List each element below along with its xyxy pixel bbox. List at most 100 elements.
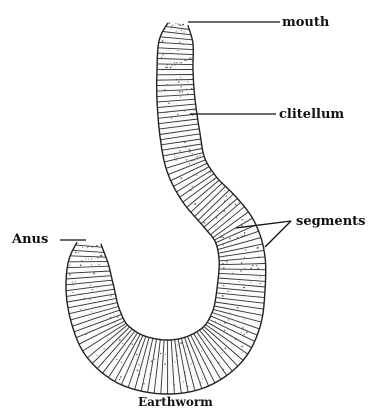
stipple-dot [192,186,193,187]
mouth-label: mouth [282,15,330,30]
stipple-dot [120,376,121,377]
stipple-dot [130,331,131,332]
stipple-dot [256,265,257,266]
stipple-dot [224,330,225,331]
stipple-dot [172,25,173,26]
stipple-dot [78,243,79,244]
stipple-dot [181,79,182,80]
stipple-dot [171,118,172,119]
stipple-dot [257,268,259,270]
stipple-dot [149,374,150,375]
stipple-dot [84,298,85,299]
stipple-dot [177,345,178,346]
stipple-dot [166,112,167,113]
stipple-dot [218,362,219,363]
stipple-dot [93,273,95,275]
stipple-dot [186,354,187,355]
stipple-dot [110,317,112,319]
stipple-dot [107,356,108,357]
diagram-caption: Earthworm [138,395,213,409]
stipple-dot [187,386,189,388]
stipple-dot [178,81,180,83]
stipple-dot [85,258,86,259]
stipple-dot [222,352,223,353]
stipple-dot [151,360,153,362]
stipple-dot [239,281,240,282]
stipple-dot [191,160,193,162]
stipple-dot [237,307,239,309]
stipple-dot [99,264,100,265]
stipple-dot [229,313,230,314]
stipple-dot [224,210,225,211]
stipple-dot [167,84,169,86]
stipple-dot [185,375,186,376]
stipple-dot [154,359,155,360]
stipple-dot [222,295,224,297]
stipple-dot [165,354,166,355]
stipple-dot [138,344,140,346]
stipple-dot [72,284,73,285]
stipple-dot [162,69,163,70]
stipple-dot [90,287,91,288]
stipple-dot [194,109,196,111]
stipple-dot [137,360,138,361]
stipple-dot [220,236,221,237]
stipple-dot [217,210,218,211]
stipple-dot [229,238,230,239]
stipple-dot [251,282,252,283]
stipple-dot [114,322,115,323]
stipple-dot [169,22,170,23]
stipple-dot [189,163,190,164]
stipple-dot [117,316,118,317]
stipple-dot [204,222,206,224]
stipple-dot [179,42,180,43]
stipple-dot [223,285,224,286]
stipple-dot [165,67,167,69]
stipple-dot [234,324,235,325]
stipple-dot [181,125,182,126]
stipple-dot [174,62,175,63]
stipple-dot [252,285,253,286]
stipple-dot [227,263,228,264]
stipple-dot [172,65,173,66]
stipple-dot [122,343,123,344]
stipple-dot [245,249,246,250]
stipple-dot [202,378,203,379]
stipple-dot [177,114,178,115]
stipple-dot [167,67,168,68]
stipple-dot [81,260,82,261]
stipple-dot [119,379,120,380]
stipple-dot [168,103,169,104]
stipple-dot [243,287,244,288]
stipple-dot [182,24,184,26]
stipple-dot [121,362,122,363]
stipple-dot [222,263,224,265]
stipple-dot [161,79,162,80]
stipple-dot [235,204,237,206]
stipple-dot [190,58,191,59]
stipple-dot [175,23,176,24]
stipple-dot [80,264,82,266]
stipple-dot [197,156,198,157]
stipple-dot [244,257,245,258]
stipple-dot [69,274,71,276]
stipple-dot [242,327,244,329]
stipple-dot [235,338,237,340]
stipple-dot [196,175,197,176]
stipple-dot [162,54,163,55]
stipple-dot [226,195,227,196]
stipple-dot [194,203,196,205]
stipple-dot [182,168,183,169]
stipple-dot [180,86,181,87]
stipple-dot [138,364,139,365]
stipple-dot [229,204,230,205]
stipple-dot [78,252,79,253]
stipple-dot [137,347,138,348]
stipple-dot [232,273,233,274]
stipple-dot [258,256,259,257]
stipple-dot [170,67,172,69]
stipple-dot [183,79,184,80]
stipple-dot [86,334,87,335]
stipple-dot [161,106,162,107]
